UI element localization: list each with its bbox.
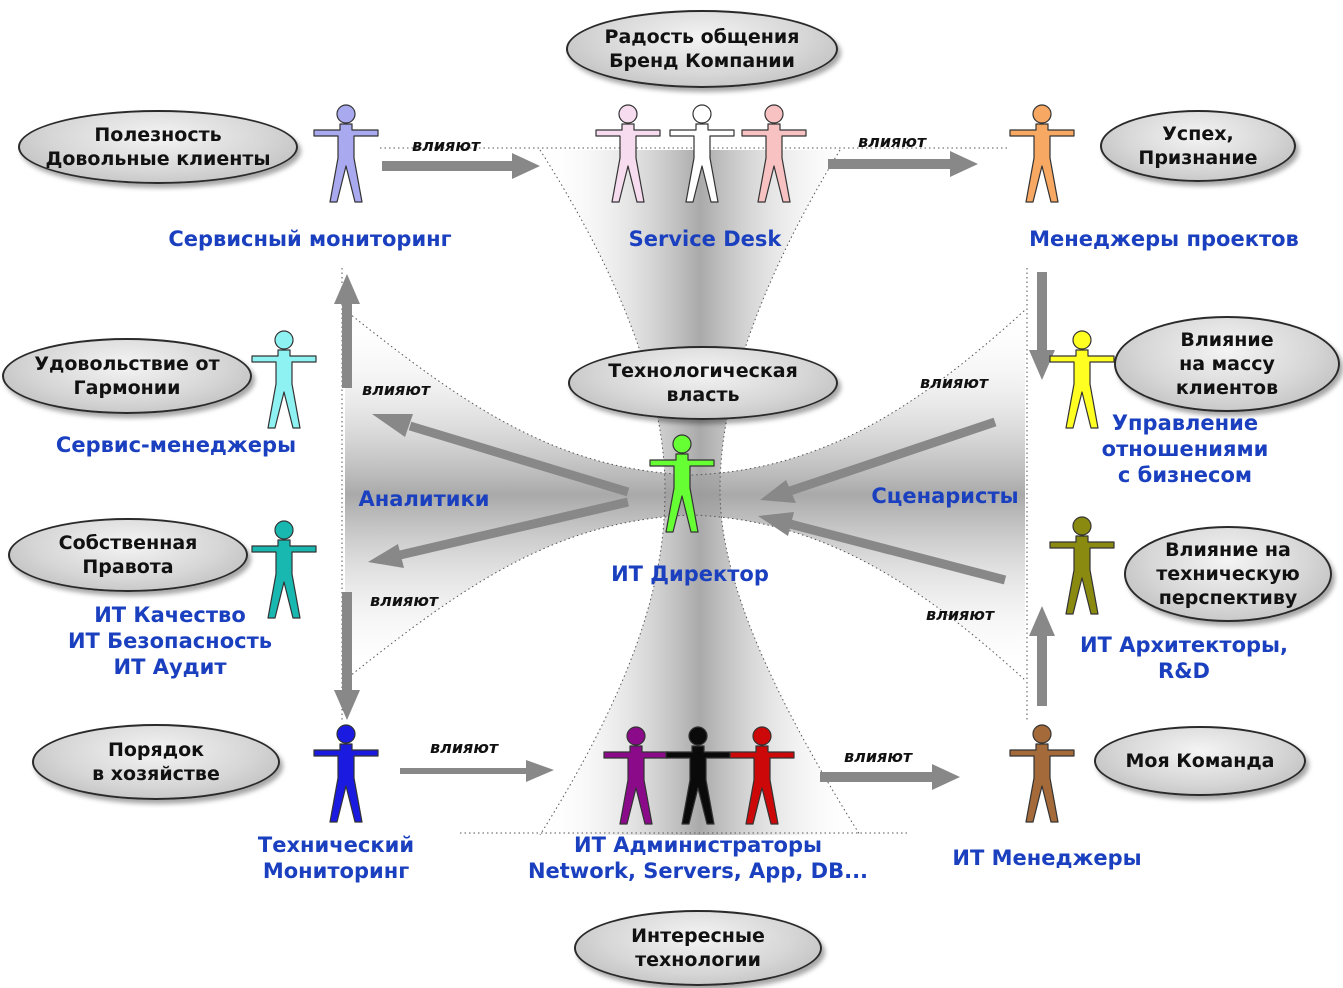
person-service-desk-2 xyxy=(669,104,735,203)
figure-head xyxy=(752,726,772,746)
ellipse-my-team: Моя Команда xyxy=(1094,726,1306,796)
role-it-architects: ИТ Архитекторы, R&D xyxy=(1079,633,1289,683)
arrow-up-to-service-monitoring xyxy=(334,274,360,388)
person-service-desk-1 xyxy=(595,104,661,203)
person-service-managers xyxy=(251,330,317,429)
arrow-down-to-tech-monitoring xyxy=(334,592,360,720)
person-service-desk-3 xyxy=(741,104,807,203)
label-influence-4: влияют xyxy=(920,373,989,392)
ellipse-own-rightness: Собственная Правота xyxy=(8,518,248,592)
label-influence-7: влияют xyxy=(430,738,499,757)
figure-head xyxy=(1032,104,1052,124)
person-admin-3 xyxy=(729,726,795,825)
person-project-managers xyxy=(1009,104,1075,203)
ellipse-harmony: Удовольствие от Гармонии xyxy=(2,338,252,414)
figure-head xyxy=(618,104,638,124)
figure-head xyxy=(688,726,708,746)
arrow-admins-to-it-managers xyxy=(820,764,960,790)
figure-body xyxy=(251,539,317,619)
ellipse-order: Порядок в хозяйстве xyxy=(32,724,280,800)
arrow-down-to-relationship xyxy=(1029,272,1055,380)
label-influence-2: влияют xyxy=(858,132,927,151)
ellipse-success: Успех, Признание xyxy=(1100,110,1296,182)
role-it-director: ИТ Директор xyxy=(611,562,769,586)
role-tech-monitoring: Технический Мониторинг xyxy=(257,833,415,883)
figure-head xyxy=(1072,330,1092,350)
figure-body xyxy=(251,349,317,429)
label-influence-1: влияют xyxy=(412,136,481,155)
ellipse-tech-power: Технологическая власть xyxy=(568,346,838,420)
ellipse-interesting-tech: Интересные технологии xyxy=(574,910,822,986)
figure-head xyxy=(764,104,784,124)
ellipse-mass-influence: Влияние на массу клиентов xyxy=(1114,316,1340,412)
person-it-director xyxy=(649,434,715,533)
figure-body xyxy=(729,745,795,825)
person-it-quality xyxy=(251,520,317,619)
role-analysts: Аналитики xyxy=(358,487,490,511)
role-project-managers: Менеджеры проектов xyxy=(1029,227,1299,251)
figure-body xyxy=(595,123,661,203)
arrow-desk-to-project-managers xyxy=(828,151,978,177)
figure-head xyxy=(274,330,294,350)
figure-head xyxy=(336,104,356,124)
figure-body xyxy=(741,123,807,203)
label-influence-6: влияют xyxy=(926,605,995,624)
arrow-scenarists-to-director-lower xyxy=(758,512,794,536)
arrow-scenarists-to-director-upper xyxy=(760,480,796,503)
figure-head xyxy=(672,434,692,454)
label-influence-8: влияют xyxy=(844,747,913,766)
role-scenarists: Сценаристы xyxy=(871,484,1019,508)
figure-body xyxy=(665,745,731,825)
arrow-director-to-analysts-lower xyxy=(368,544,404,568)
label-influence-3: влияют xyxy=(362,380,431,399)
ellipse-tech-perspective: Влияние на техническую перспективу xyxy=(1124,526,1332,622)
person-tech-monitoring xyxy=(313,724,379,823)
figure-body xyxy=(1049,535,1115,615)
person-it-managers xyxy=(1009,724,1075,823)
person-relationship xyxy=(1049,330,1115,429)
figure-head xyxy=(274,520,294,540)
figure-body xyxy=(1009,743,1075,823)
person-it-architects xyxy=(1049,516,1115,615)
arrow-tech-to-admins xyxy=(400,760,554,782)
role-it-managers: ИТ Менеджеры xyxy=(952,846,1142,870)
figure-body xyxy=(1009,123,1075,203)
role-it-quality: ИТ Качество ИТ Безопасность ИТ Аудит xyxy=(67,603,273,679)
label-influence-5: влияют xyxy=(370,591,439,610)
figure-body xyxy=(649,453,715,533)
ellipse-communication-brand: Радость общения Бренд Компании xyxy=(566,10,838,88)
person-service-monitoring xyxy=(313,104,379,203)
person-admin-2 xyxy=(665,726,731,825)
figure-body xyxy=(1049,349,1115,429)
role-service-monitoring: Сервисный мониторинг xyxy=(168,227,452,251)
role-service-desk: Service Desk xyxy=(628,227,782,251)
figure-body xyxy=(669,123,735,203)
figure-head xyxy=(626,726,646,746)
role-it-admins: ИТ Администраторы Network, Servers, App,… xyxy=(527,833,869,883)
figure-head xyxy=(1072,516,1092,536)
figure-head xyxy=(692,104,712,124)
arrow-up-to-architects xyxy=(1029,606,1055,706)
role-service-managers: Сервис-менеджеры xyxy=(55,433,297,457)
arrow-service-monitoring-to-desk xyxy=(382,153,540,179)
figure-body xyxy=(603,745,669,825)
role-relationship: Управление отношениями с бизнесом xyxy=(1101,411,1269,487)
figure-body xyxy=(313,123,379,203)
ellipse-usefulness: Полезность Довольные клиенты xyxy=(18,110,298,184)
arrow-director-to-analysts-upper xyxy=(372,414,413,437)
figure-body xyxy=(313,743,379,823)
figure-head xyxy=(1032,724,1052,744)
figure-head xyxy=(336,724,356,744)
person-admin-1 xyxy=(603,726,669,825)
